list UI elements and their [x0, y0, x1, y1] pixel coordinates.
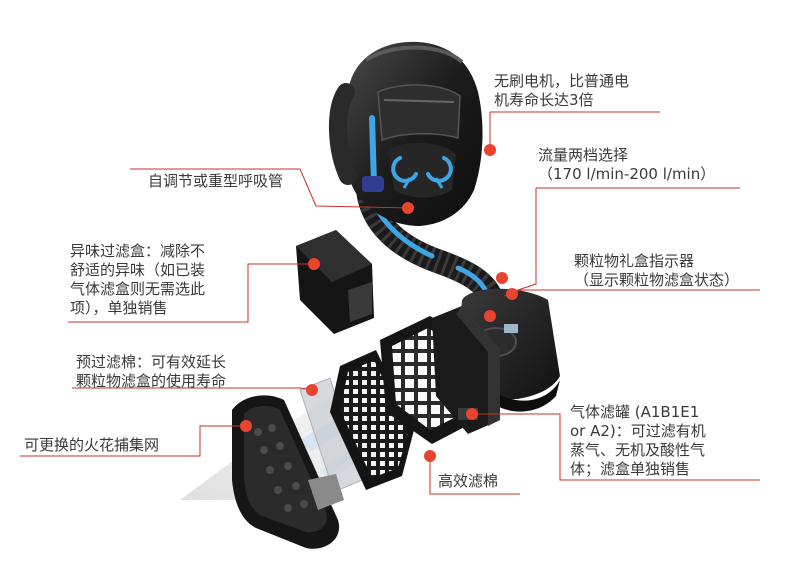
label-motor: 无刷电机，比普通电机寿命长达3倍 — [494, 72, 629, 110]
label-hepa-filter: 高效滤棉 — [438, 472, 498, 491]
label-flow: 流量两档选择（170 l/min-200 l/min） — [538, 146, 715, 184]
label-spark-catcher: 可更换的火花捕集网 — [24, 436, 159, 455]
label-odor-filter: 异味过滤盒：减除不舒适的异味（如已装 气体滤盒则无需选此项），单独销售 — [70, 242, 205, 318]
label-particle-indicator: 颗粒物礼盒指示器（显示颗粒物滤盒状态） — [574, 252, 739, 290]
label-breathing-tube: 自调节或重型呼吸管 — [148, 172, 283, 191]
label-pre-filter: 预过滤棉：可有效延长颗粒物滤盒的使用寿命 — [76, 353, 226, 391]
odor-filter-illustration — [296, 230, 374, 334]
